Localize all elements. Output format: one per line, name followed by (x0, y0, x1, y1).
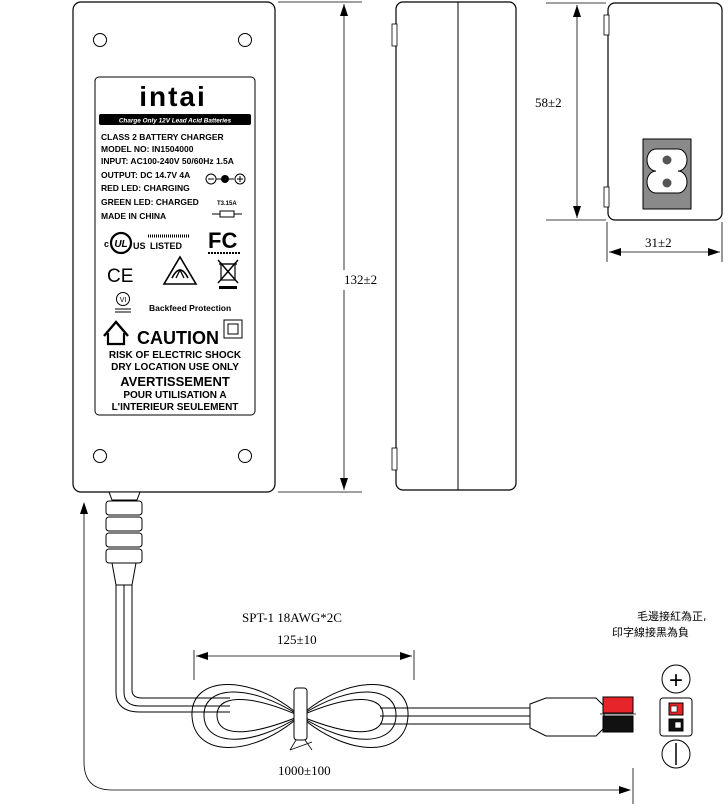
length-dimension-value: 132±2 (344, 272, 377, 287)
screw-hole-bottom-right (238, 449, 252, 463)
weee-bin-icon (217, 259, 239, 289)
height-dimension (546, 2, 606, 221)
coil-dimension-value: 125±10 (277, 632, 317, 647)
spec-line: GREEN LED: CHARGED (101, 197, 199, 207)
spec-line: OUTPUT: DC 14.7V 4A (101, 170, 190, 180)
spec-line: RED LED: CHARGING (101, 183, 190, 193)
width-dimension (606, 222, 723, 262)
spec-line: MADE IN CHINA (101, 211, 166, 221)
double-insulation-icon (223, 319, 243, 339)
screw-hole-bottom-left (93, 449, 107, 463)
spec-line: MODEL NO: IN1504000 (101, 144, 194, 154)
fuse-icon (212, 210, 242, 218)
cable-spec: SPT-1 18AWG*2C (242, 610, 342, 625)
length-dimension (278, 1, 362, 493)
spec-line: CLASS 2 BATTERY CHARGER (101, 132, 224, 142)
ac-inlet-c8-icon (642, 138, 692, 210)
ul-listed-mark: c UL US LISTED (104, 231, 190, 255)
spec-lines: CLASS 2 BATTERY CHARGER MODEL NO: IN1504… (101, 132, 234, 221)
anderson-connector (529, 696, 636, 737)
height-dimension-value: 58±2 (535, 95, 562, 110)
efficiency-level-mark: VI (115, 292, 131, 313)
avertissement-heading: AVERTISSEMENT (120, 374, 230, 389)
polarity-legend: + (659, 664, 693, 769)
house-icon (103, 320, 129, 346)
svg-text:UL: UL (114, 239, 127, 250)
cable-coil (191, 684, 409, 748)
svg-text:FC: FC (208, 228, 237, 253)
spec-line: INPUT: AC100-240V 50/60Hz 1.5A (101, 156, 234, 166)
french-line: POUR UTILISATION A (123, 390, 226, 401)
svg-text:US: US (133, 241, 146, 251)
charger-end-view (603, 2, 723, 221)
fcc-mark: FC (208, 228, 240, 254)
ce-mark: CE (107, 266, 133, 287)
screw-hole-top-right (238, 33, 252, 47)
french-line: L'INTERIEUR SEULEMENT (112, 402, 239, 413)
rcm-mark-icon (162, 255, 198, 285)
banner-box (99, 114, 251, 125)
fuse-rating: T3.15A (217, 201, 237, 207)
cable (115, 585, 530, 725)
caution-heading: CAUTION (137, 328, 219, 348)
cable-length-dimension (80, 502, 634, 804)
polarity-symbol (205, 173, 246, 185)
coil-dimension (193, 650, 415, 680)
backfeed-protection: Backfeed Protection (149, 303, 231, 313)
screw-hole-top-left (93, 33, 107, 47)
svg-text:VI: VI (120, 297, 127, 304)
banner-text: Charge Only 12V Lead Acid Batteries (119, 118, 232, 125)
strain-relief (105, 491, 143, 586)
brand-logo: intai (139, 81, 207, 112)
plus-sign: + (669, 667, 683, 694)
note-line-2: 印字線接黑為負 (612, 625, 689, 639)
charger-side-view (391, 1, 517, 491)
warning-line: DRY LOCATION USE ONLY (111, 362, 239, 373)
plus-circle (661, 664, 691, 694)
width-dimension-value: 31±2 (645, 235, 672, 250)
svg-text:c: c (104, 239, 109, 249)
svg-text:LISTED: LISTED (150, 241, 183, 251)
cable-length-value: 1000±100 (278, 763, 331, 778)
product-label (94, 76, 256, 416)
cable-tie (289, 687, 313, 751)
warning-line: RISK OF ELECTRIC SHOCK (109, 350, 242, 361)
note-line-1: 毛邊接紅為正, (637, 609, 707, 623)
